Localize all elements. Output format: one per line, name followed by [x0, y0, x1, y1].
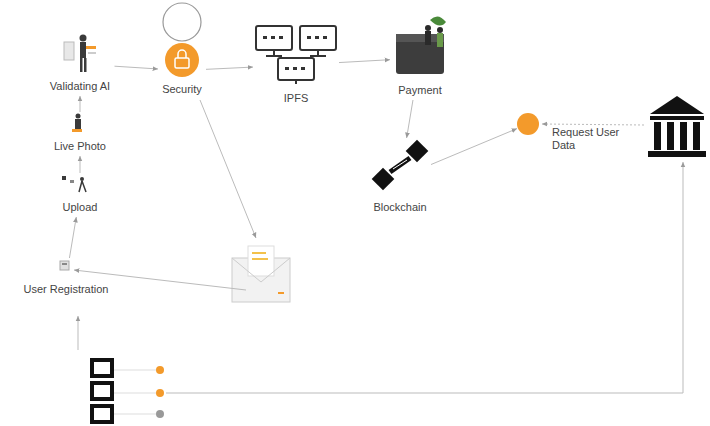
- icon-node: Upload: [59, 173, 102, 217]
- envelope-icon: [232, 246, 290, 302]
- icon-node: Blockchain: [369, 138, 431, 217]
- node-label: Security: [162, 83, 202, 96]
- node-label: Upload: [63, 201, 98, 214]
- server-stack-icon: [90, 358, 164, 424]
- node-label: Request User Data: [552, 126, 626, 152]
- validating-ai-icon: [64, 35, 96, 73]
- icon-node: User Registration: [20, 258, 113, 299]
- node-label: User Registration: [24, 283, 109, 296]
- ipfs-computers-icon: [256, 26, 336, 84]
- live-photo-icon: [72, 114, 82, 133]
- blockchain-icon: [372, 140, 429, 191]
- icon-node: Request User Data: [517, 112, 628, 153]
- flow-arrow: [431, 129, 517, 165]
- node-label: Live Photo: [54, 140, 106, 153]
- flow-arrow: [339, 60, 390, 63]
- icon-node: Validating AI: [46, 32, 115, 96]
- user-registration-icon: [60, 261, 69, 270]
- leader-lines: [74, 100, 683, 393]
- flow-arrow: [115, 66, 159, 69]
- node-label: Blockchain: [373, 201, 426, 214]
- icon-node: IPFS: [253, 22, 339, 108]
- security-lock-icon: [163, 3, 201, 77]
- node-label: Validating AI: [50, 80, 110, 93]
- flow-arrow: [407, 100, 413, 138]
- flow-arrow: [206, 67, 253, 69]
- icon-node: Live Photo: [50, 112, 110, 156]
- bank-icon: [648, 96, 706, 157]
- request-dot: [517, 113, 539, 135]
- node-label: IPFS: [284, 92, 308, 105]
- flow-arrow: [69, 217, 76, 258]
- payment-wallet-icon: [396, 16, 446, 74]
- node-label: Payment: [398, 84, 441, 97]
- icon-node: Payment: [390, 16, 450, 100]
- flow-arrow: [80, 156, 81, 173]
- upload-icon: [62, 176, 86, 192]
- flow-arrow: [80, 96, 81, 112]
- icon-node: Security: [158, 42, 206, 99]
